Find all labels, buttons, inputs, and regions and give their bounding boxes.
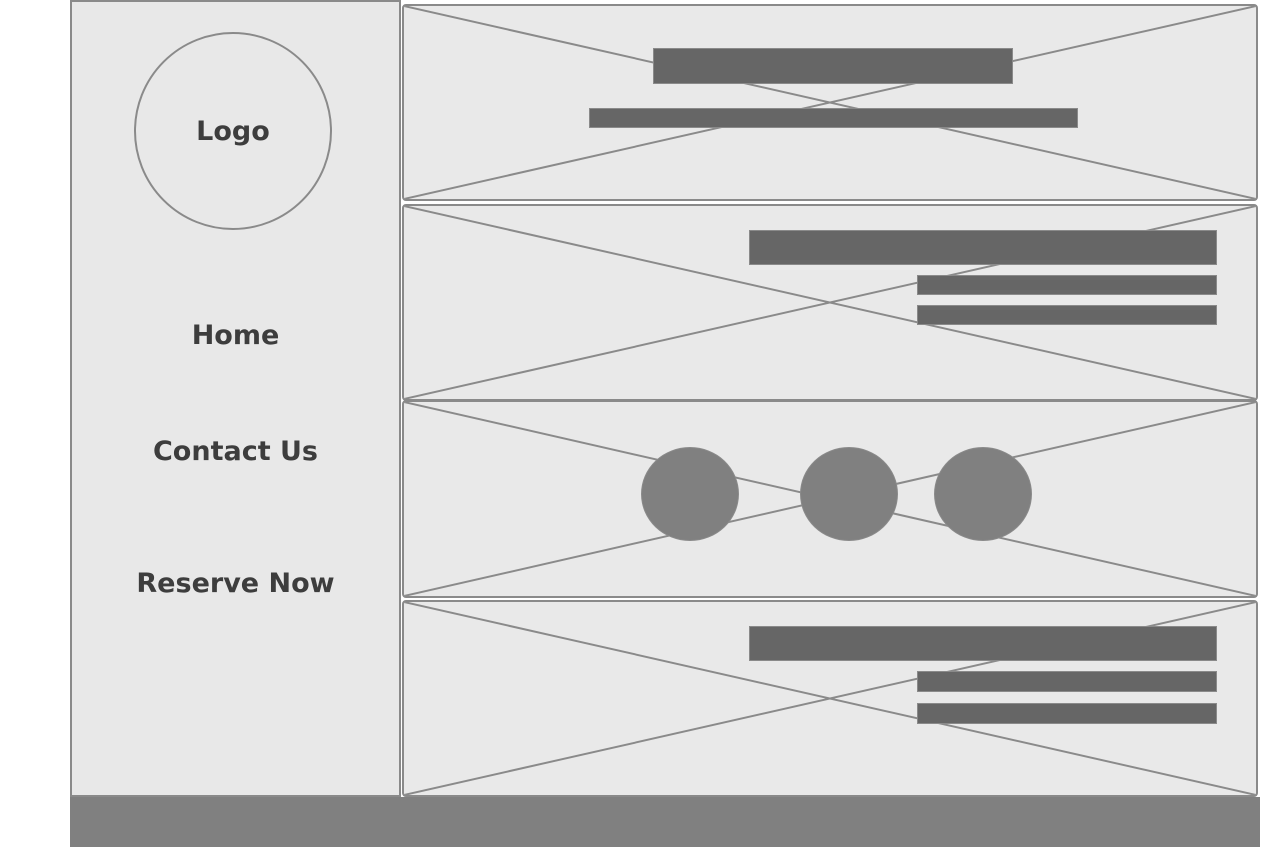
text-line-placeholder xyxy=(917,671,1217,692)
text-line-placeholder xyxy=(917,703,1217,724)
logo-label: Logo xyxy=(196,115,270,147)
feature-circle[interactable] xyxy=(934,447,1032,541)
footer xyxy=(70,797,1260,847)
sidebar: Logo Home Contact Us Reserve Now xyxy=(70,0,401,797)
text-line-placeholder xyxy=(917,275,1217,295)
hero-title-placeholder xyxy=(653,48,1013,84)
feature-circle[interactable] xyxy=(641,447,739,541)
content-panel-2 xyxy=(402,600,1258,797)
nav-home[interactable]: Home xyxy=(191,320,280,351)
content-panel-1 xyxy=(402,204,1258,401)
hero-panel xyxy=(402,4,1258,201)
section-title-placeholder xyxy=(749,626,1217,661)
section-title-placeholder xyxy=(749,230,1217,265)
features-panel xyxy=(402,400,1258,598)
image-placeholder-cross xyxy=(404,6,1256,199)
hero-subtitle-placeholder xyxy=(589,108,1078,128)
feature-circle[interactable] xyxy=(800,447,898,541)
logo[interactable]: Logo xyxy=(134,32,332,230)
nav-contact-us[interactable]: Contact Us xyxy=(152,436,319,467)
text-line-placeholder xyxy=(917,305,1217,325)
nav-reserve-now[interactable]: Reserve Now xyxy=(136,568,335,599)
